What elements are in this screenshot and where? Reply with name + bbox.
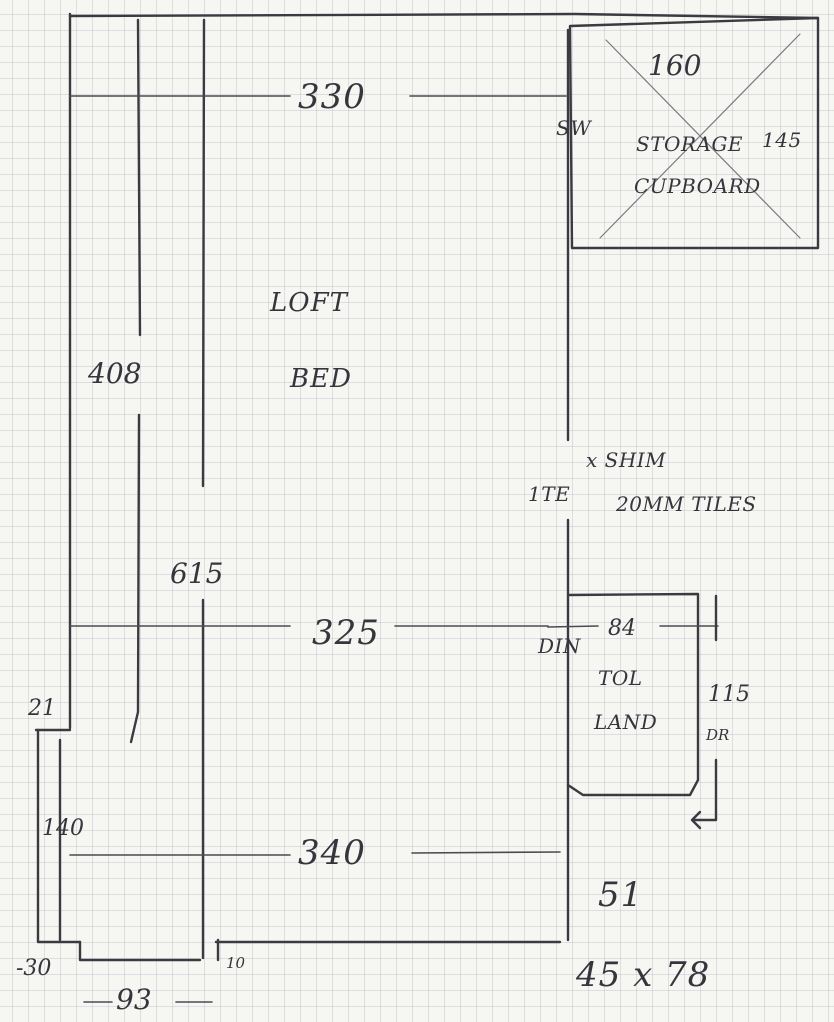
dim-340: 340	[298, 833, 366, 873]
toilet-sub-label: LAND	[594, 710, 658, 734]
toilet-side-dr: DR	[706, 726, 730, 744]
dim-325: 325	[312, 613, 380, 653]
dim-330: 330	[298, 77, 366, 117]
inner-wall-left	[201, 18, 206, 488]
wall-note-tiles: 20MM TILES	[616, 492, 757, 516]
bottom-width-93: 93	[116, 983, 152, 1016]
din-tag: DIN	[538, 634, 581, 658]
toilet-height-115: 115	[708, 682, 750, 707]
annex-outer	[36, 728, 82, 944]
bed-label: BED	[290, 364, 352, 394]
storage-label: STORAGE	[636, 132, 744, 156]
storage-sub-label: CUPBOARD	[634, 174, 761, 198]
wall-note-1te: 1TE	[528, 482, 571, 506]
top-wall	[68, 12, 820, 20]
storage-cross-1	[605, 39, 801, 239]
lower-right-51: 51	[598, 875, 644, 915]
door-arrow-head	[690, 810, 702, 830]
loft-dim-line-lower	[129, 413, 141, 744]
bottom-small-10: 10	[226, 954, 246, 972]
loft-height-408: 408	[88, 357, 142, 390]
loft-label: LOFT	[270, 288, 348, 318]
storage-width-160: 160	[648, 49, 702, 82]
storage-box	[568, 16, 820, 250]
toilet-top-dim	[547, 625, 599, 628]
storage-depth-145: 145	[762, 128, 802, 152]
loft-dim-line	[136, 18, 142, 337]
step-width-21: 21	[28, 696, 56, 721]
sw-tag: SW	[556, 116, 592, 140]
dim-line-340-right	[411, 851, 561, 854]
footnote-45x78: 45 x 78	[576, 955, 711, 995]
door-arrow	[692, 758, 718, 822]
wall-note-x-shim: x SHIM	[586, 448, 667, 472]
toilet-label: TOL	[598, 666, 643, 690]
toilet-width-84: 84	[608, 616, 636, 641]
side-height-140: 140	[42, 816, 84, 841]
bottom-offset-30: -30	[16, 956, 52, 981]
total-height-615: 615	[170, 557, 224, 590]
storage-cross-2	[599, 33, 801, 239]
annex-step	[78, 940, 202, 962]
toilet-box	[566, 592, 700, 797]
